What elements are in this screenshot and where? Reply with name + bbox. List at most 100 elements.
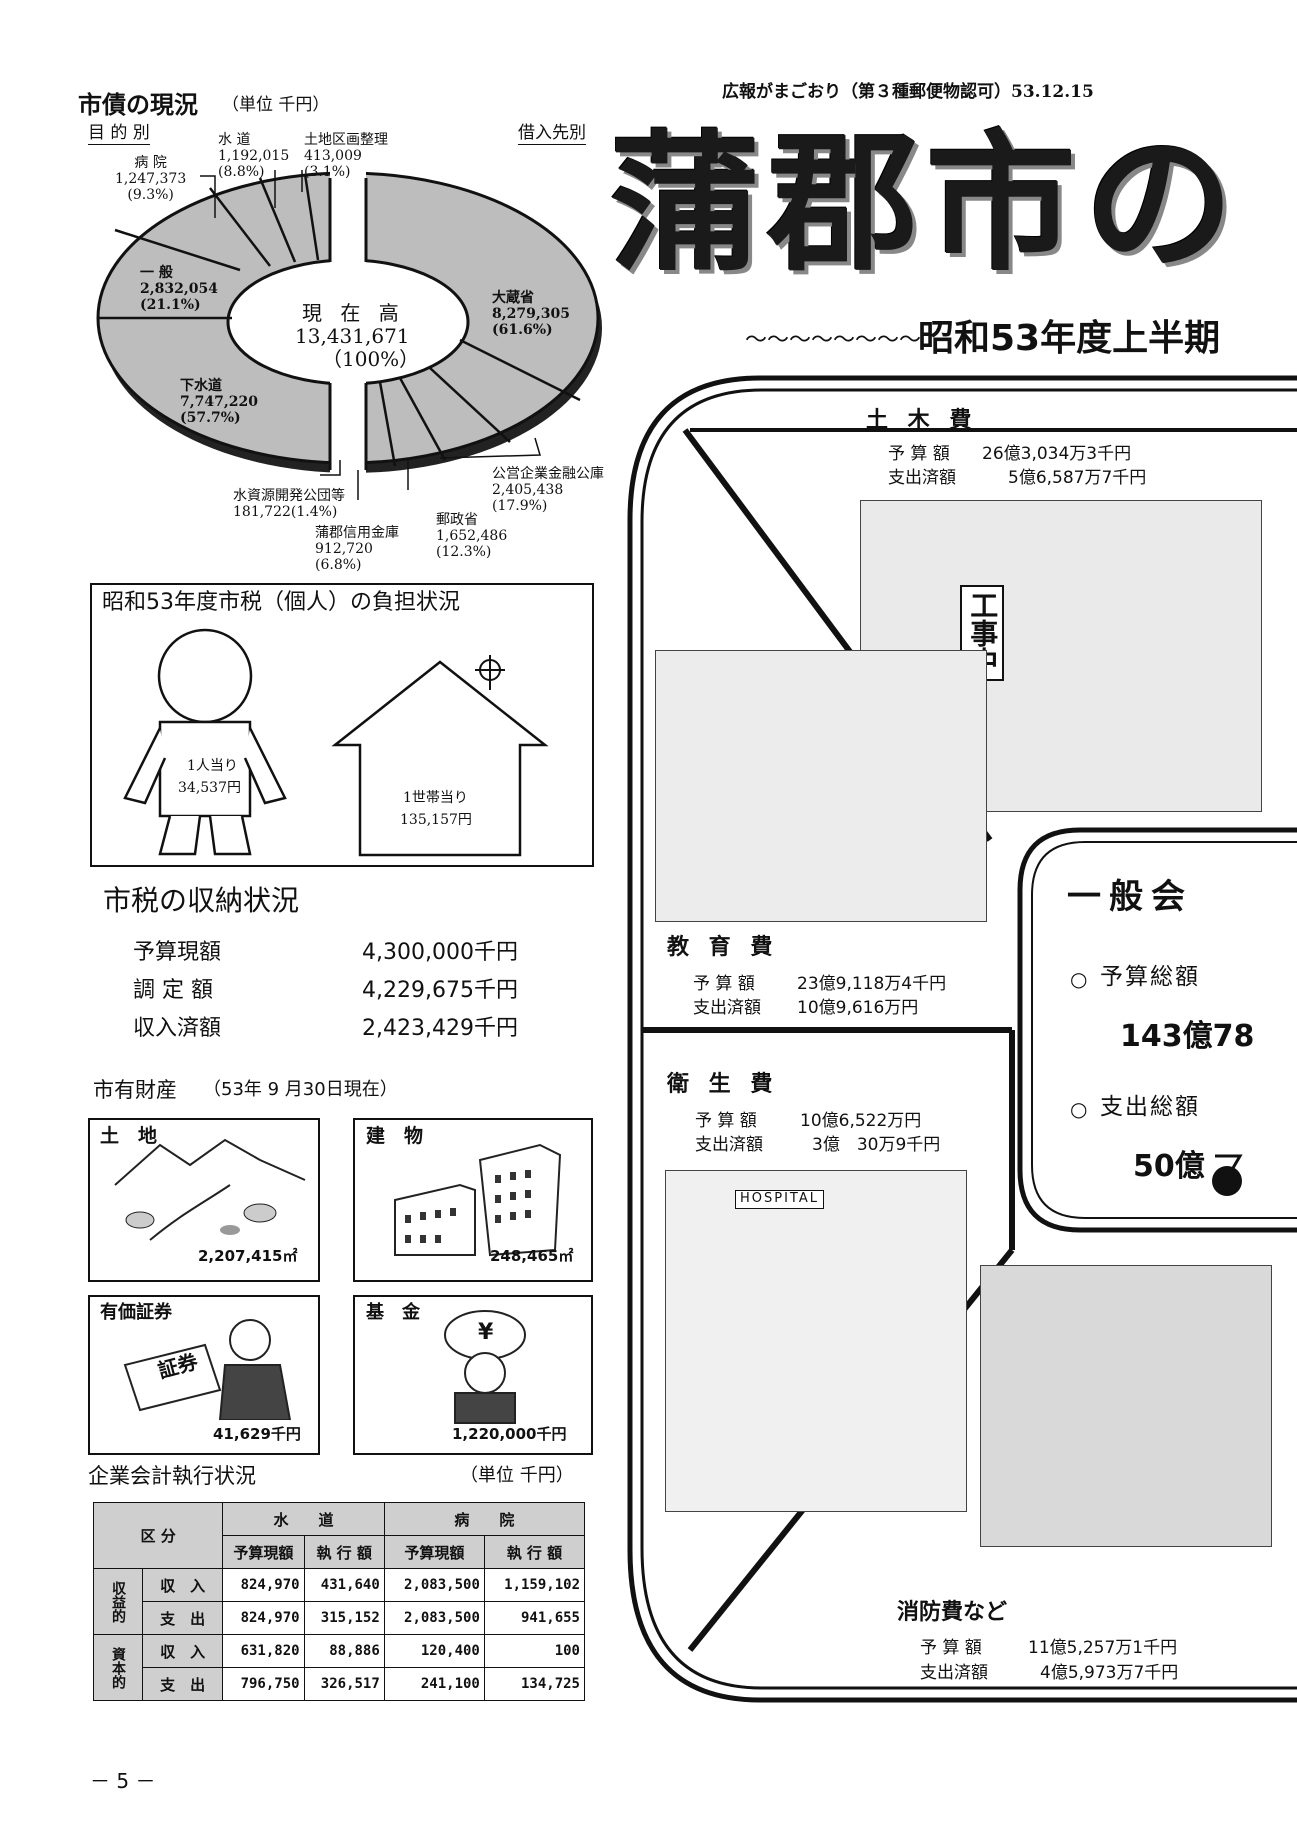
civil-budget-label: 予 算 額 xyxy=(888,444,950,464)
cell: 88,886 xyxy=(303,1634,385,1668)
cell: 241,100 xyxy=(383,1667,485,1701)
education-spent-label: 支出済額 xyxy=(693,998,761,1018)
per-person-value: 34,537円 xyxy=(178,780,241,796)
property-securities-value: 41,629千円 xyxy=(213,1425,301,1443)
by-purpose-label: 目 的 別 xyxy=(88,123,150,145)
debt-title: 市債の現況 xyxy=(78,91,198,119)
budget-total-label: 予算総額 xyxy=(1100,964,1200,990)
sub-exec: 執 行 額 xyxy=(303,1535,385,1569)
enterprise-table: 区 分 水 道 病 院 予算現額 執 行 額 予算現額 執 行 額 収益的 収 … xyxy=(92,1502,586,1701)
money-bag-man-icon xyxy=(444,1310,526,1424)
cell: 326,517 xyxy=(303,1667,385,1701)
left-seg-divider xyxy=(209,187,271,267)
enterprise-title: 企業会計執行状況 xyxy=(88,1464,256,1488)
head-water: 水 道 xyxy=(222,1502,385,1536)
mountain-landscape-icon xyxy=(114,1138,306,1241)
table-row: 資本的 収 入 631,820 88,886 120,400 100 xyxy=(93,1634,586,1701)
health-budget: 10億6,522万円 xyxy=(800,1111,922,1131)
enterprise-unit: （単位 千円） xyxy=(460,1465,574,1486)
head-hospital: 病 院 xyxy=(383,1502,586,1536)
health-spent: 3億 30万9千円 xyxy=(812,1135,941,1155)
ring-center-label: 現 在 高 xyxy=(302,301,405,325)
education-spent: 10億9,616万円 xyxy=(797,998,919,1018)
tax-row-value: 4,229,675千円 xyxy=(362,978,518,1003)
head-category: 区 分 xyxy=(92,1502,224,1569)
debt-unit: （単位 千円） xyxy=(222,95,330,115)
firefighter-illustration xyxy=(980,1265,1272,1547)
cell: 824,970 xyxy=(222,1601,305,1635)
education-title: 教 育 費 xyxy=(667,935,779,960)
cell: 1,159,102 xyxy=(483,1568,586,1602)
property-building-value: 248,465㎡ xyxy=(490,1247,574,1265)
page-number: － 5 － xyxy=(90,1769,156,1793)
per-person-label: 1人当り xyxy=(187,758,238,774)
per-household-label: 1世帯当り xyxy=(403,790,468,806)
civil-spent-label: 支出済額 xyxy=(888,468,956,488)
cell: 824,970 xyxy=(222,1568,305,1602)
right-seg-divider xyxy=(429,367,511,443)
health-title: 衛 生 費 xyxy=(667,1072,779,1097)
row-in: 収 入 xyxy=(141,1634,224,1668)
row-in: 収 入 xyxy=(141,1568,224,1602)
cell: 120,400 xyxy=(383,1634,485,1668)
buildings-icon xyxy=(394,1143,562,1257)
cell: 2,083,500 xyxy=(383,1568,485,1602)
cell: 2,083,500 xyxy=(383,1601,485,1635)
left-seg-divider xyxy=(303,173,320,261)
right-seg-divider xyxy=(459,338,581,402)
main-title: 蒲郡市の xyxy=(610,118,1243,292)
general-title: 一般会 xyxy=(1067,877,1193,917)
cell: 941,655 xyxy=(483,1601,586,1635)
cell: 796,750 xyxy=(222,1667,305,1701)
civil-title: 土 木 費 xyxy=(866,408,978,433)
hospital-illustration xyxy=(665,1170,967,1512)
debt-ring-chart xyxy=(96,170,602,500)
property-land-box xyxy=(88,1118,320,1282)
cell: 631,820 xyxy=(222,1634,305,1668)
fire-budget-label: 予 算 額 xyxy=(920,1638,982,1658)
bomb-icon xyxy=(1212,1154,1243,1196)
property-building-label: 建 物 xyxy=(366,1125,424,1147)
period-wave: 〜〜〜〜〜〜〜〜 xyxy=(745,328,922,353)
property-fund-label: 基 金 xyxy=(366,1302,420,1323)
civil-spent: 5億6,587万7千円 xyxy=(1008,468,1147,488)
tax-row-label: 収入済額 xyxy=(133,1016,222,1041)
property-title: 市有財産 xyxy=(93,1078,177,1102)
person-figure-icon xyxy=(123,628,287,856)
spent-total: 50億 xyxy=(1133,1149,1205,1184)
cell: 315,152 xyxy=(303,1601,385,1635)
table-row: 支 出 796,750 326,517 241,100 134,725 xyxy=(94,1667,586,1701)
circle-bullet-icon: ○ xyxy=(1070,967,1088,991)
health-spent-label: 支出済額 xyxy=(695,1135,763,1155)
classroom-illustration xyxy=(655,650,987,922)
sub-exec: 執 行 額 xyxy=(483,1535,586,1569)
budget-total: 143億78 xyxy=(1120,1019,1255,1054)
per-household-value: 135,157円 xyxy=(400,812,472,828)
row-out: 支 出 xyxy=(141,1667,224,1701)
group-capital: 資本的 xyxy=(93,1634,143,1701)
right-seg-divider xyxy=(398,377,447,461)
cell: 134,725 xyxy=(483,1667,586,1701)
cell: 431,640 xyxy=(303,1568,385,1602)
securities-man-icon xyxy=(123,1319,292,1420)
property-land-label: 土 地 xyxy=(100,1125,158,1147)
ring-center-pct: （100%） xyxy=(322,347,420,371)
property-securities-label: 有価証券 xyxy=(100,1302,172,1323)
left-seg-divider xyxy=(258,177,297,263)
spent-total-label: 支出総額 xyxy=(1100,1094,1200,1120)
civil-budget: 26億3,034万3千円 xyxy=(982,444,1132,464)
education-budget: 23億9,118万4千円 xyxy=(797,974,947,994)
fire-title: 消防費など xyxy=(897,1600,1008,1625)
tax-row-value: 2,423,429千円 xyxy=(362,1016,518,1041)
education-budget-label: 予 算 額 xyxy=(693,974,755,994)
